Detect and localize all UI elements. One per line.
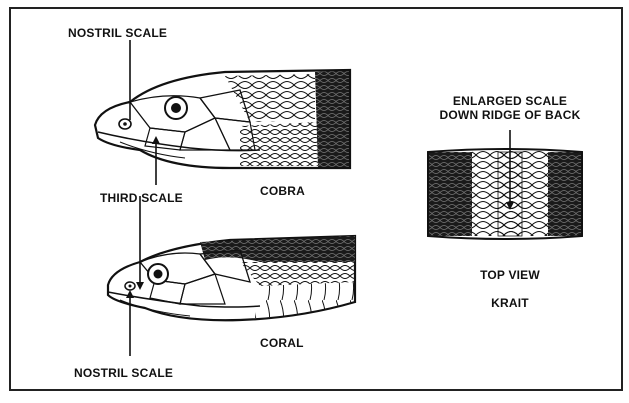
nostril-scale-top-label: NOSTRIL SCALE — [68, 26, 167, 40]
cobra-dark-band — [315, 70, 350, 168]
enlarged-scale-label-line1: ENLARGED SCALE — [430, 94, 590, 108]
krait-label: KRAIT — [440, 296, 580, 310]
cobra-label: COBRA — [260, 184, 305, 198]
krait-top-view-illustration — [428, 149, 582, 239]
nostril-scale-bottom-label: NOSTRIL SCALE — [74, 366, 173, 380]
enlarged-scale-label-line2: DOWN RIDGE OF BACK — [424, 108, 596, 122]
third-scale-label: THIRD SCALE — [100, 191, 183, 205]
coral-label: CORAL — [260, 336, 304, 350]
top-view-label: TOP VIEW — [440, 268, 580, 282]
